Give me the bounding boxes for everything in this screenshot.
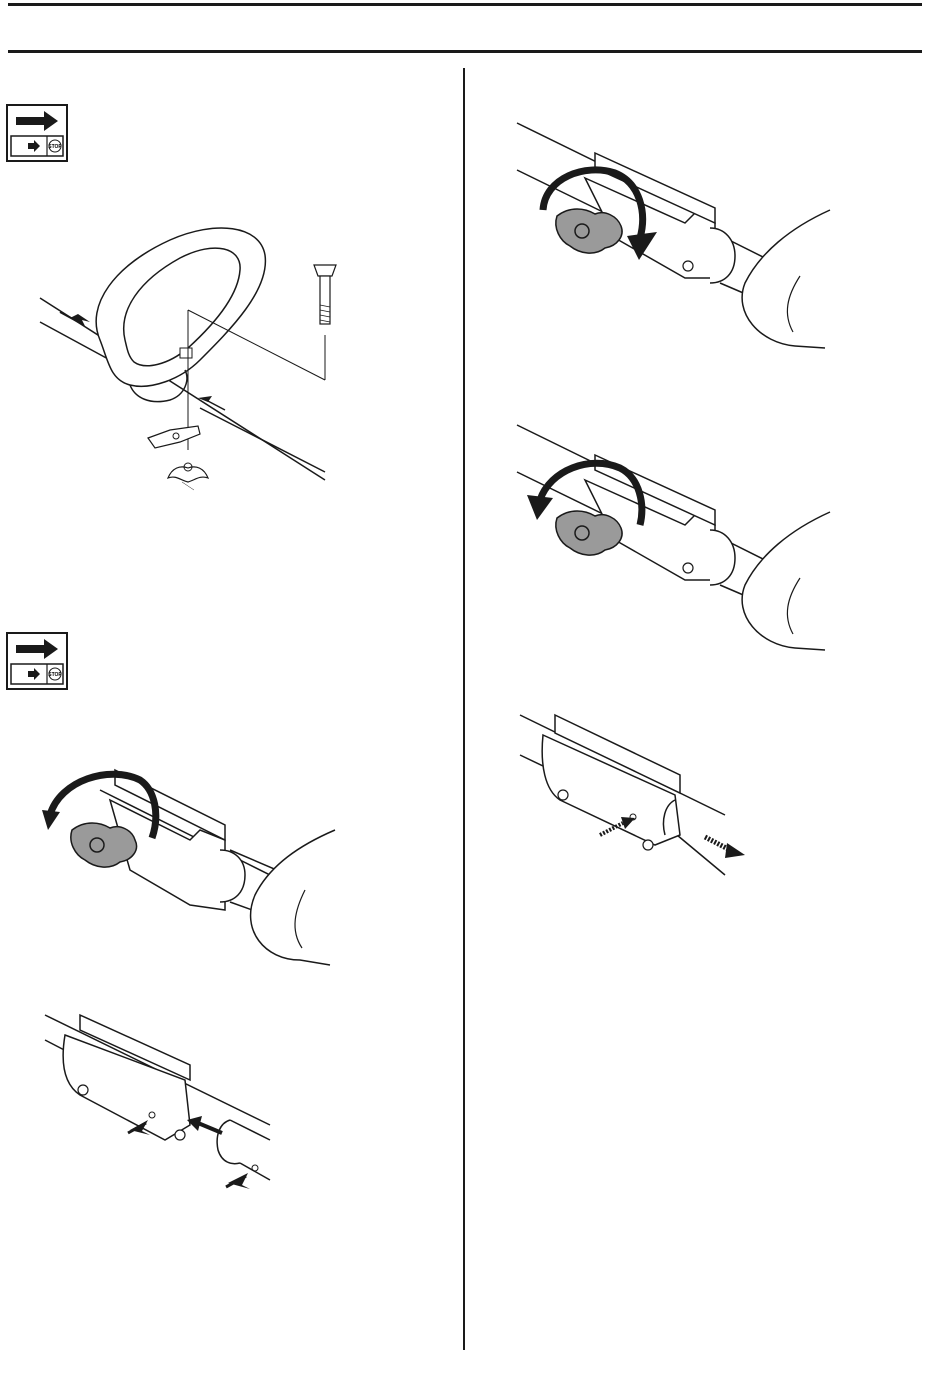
forward-arrow-icon: STOP (8, 106, 66, 160)
shaft-release-diagram (515, 705, 755, 885)
symbol-box-1: STOP (6, 104, 68, 162)
symbol-box-2: STOP (6, 632, 68, 690)
knob-tighten-diagram (515, 420, 835, 655)
handle-assembly-diagram (30, 210, 340, 500)
stop-label: STOP (48, 672, 62, 678)
forward-arrow-icon: STOP (8, 634, 66, 688)
stop-label: STOP (48, 144, 62, 150)
header-rule-bottom (8, 50, 922, 53)
shaft-insert-diagram (40, 1005, 280, 1195)
knob-loosen-diagram (40, 760, 340, 975)
column-divider (463, 68, 465, 1350)
header-rule-top (8, 3, 922, 6)
knob-turn-diagram (515, 118, 835, 353)
